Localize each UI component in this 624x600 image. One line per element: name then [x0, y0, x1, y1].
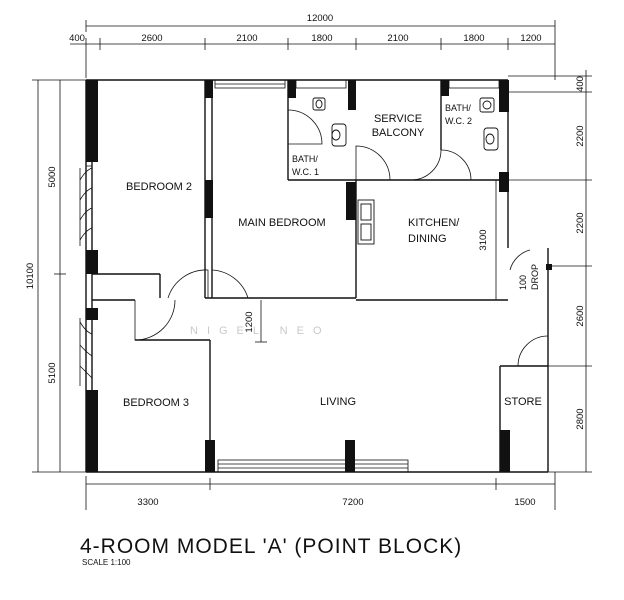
dim-top-6: 1800: [463, 33, 484, 44]
label-bedroom-3: BEDROOM 3: [123, 397, 189, 409]
dim-top-7: 1200: [520, 33, 541, 44]
label-store: STORE: [504, 396, 542, 408]
dim-bottom-1: 3300: [137, 497, 158, 508]
label-kitchen-line2: DINING: [408, 233, 447, 245]
plan-title: 4-ROOM MODEL 'A' (POINT BLOCK): [80, 535, 463, 558]
label-service-balcony-line1: SERVICE: [374, 113, 422, 125]
label-bedroom-2: BEDROOM 2: [126, 181, 192, 193]
label-bath-2-line2: W.C. 2: [445, 116, 472, 126]
label-living: LIVING: [320, 396, 356, 408]
dim-top-3: 2100: [236, 33, 257, 44]
structural-columns: [86, 80, 552, 472]
dim-top-2: 2600: [141, 33, 162, 44]
label-bath-2-line1: BATH/: [445, 103, 471, 113]
dim-right-4: 2600: [575, 305, 586, 326]
plan-scale: SCALE 1:100: [82, 558, 131, 567]
dim-bottom-3: 1500: [514, 497, 535, 508]
door-swings: [134, 109, 549, 367]
kitchen-sink: [357, 199, 375, 245]
dim-kitchen: 3100: [478, 229, 489, 250]
walls: [85, 79, 549, 473]
label-main-bedroom: MAIN BEDROOM: [238, 217, 325, 229]
label-kitchen-line1: KITCHEN/: [408, 217, 460, 229]
left-window-doors: [79, 165, 93, 386]
label-drop-2: DROP: [530, 264, 540, 290]
dim-right-5: 2800: [575, 408, 586, 429]
dimension-lines: [32, 20, 592, 510]
dim-right-2: 2200: [575, 125, 586, 146]
label-bath-1-line2: W.C. 1: [292, 167, 319, 177]
dim-left-lower: 5100: [47, 362, 58, 383]
dim-top-4: 1800: [311, 33, 332, 44]
dim-right-1: 400: [575, 76, 586, 92]
dim-living: 1200: [244, 311, 255, 332]
bathroom-fixtures: [312, 97, 499, 151]
dim-top-1: 400: [69, 33, 85, 44]
label-bath-1-line1: BATH/: [292, 154, 318, 164]
dim-right-3: 2200: [575, 212, 586, 233]
dim-top-total: 12000: [307, 13, 333, 24]
dim-left-total: 10100: [25, 263, 36, 289]
label-drop-1: 100: [518, 275, 528, 290]
label-service-balcony-line2: BALCONY: [372, 127, 425, 139]
dim-bottom-2: 7200: [342, 497, 363, 508]
dim-top-5: 2100: [387, 33, 408, 44]
watermark: NIGEL NEO: [190, 325, 331, 337]
dim-left-upper: 5000: [47, 166, 58, 187]
windows: [214, 79, 500, 473]
